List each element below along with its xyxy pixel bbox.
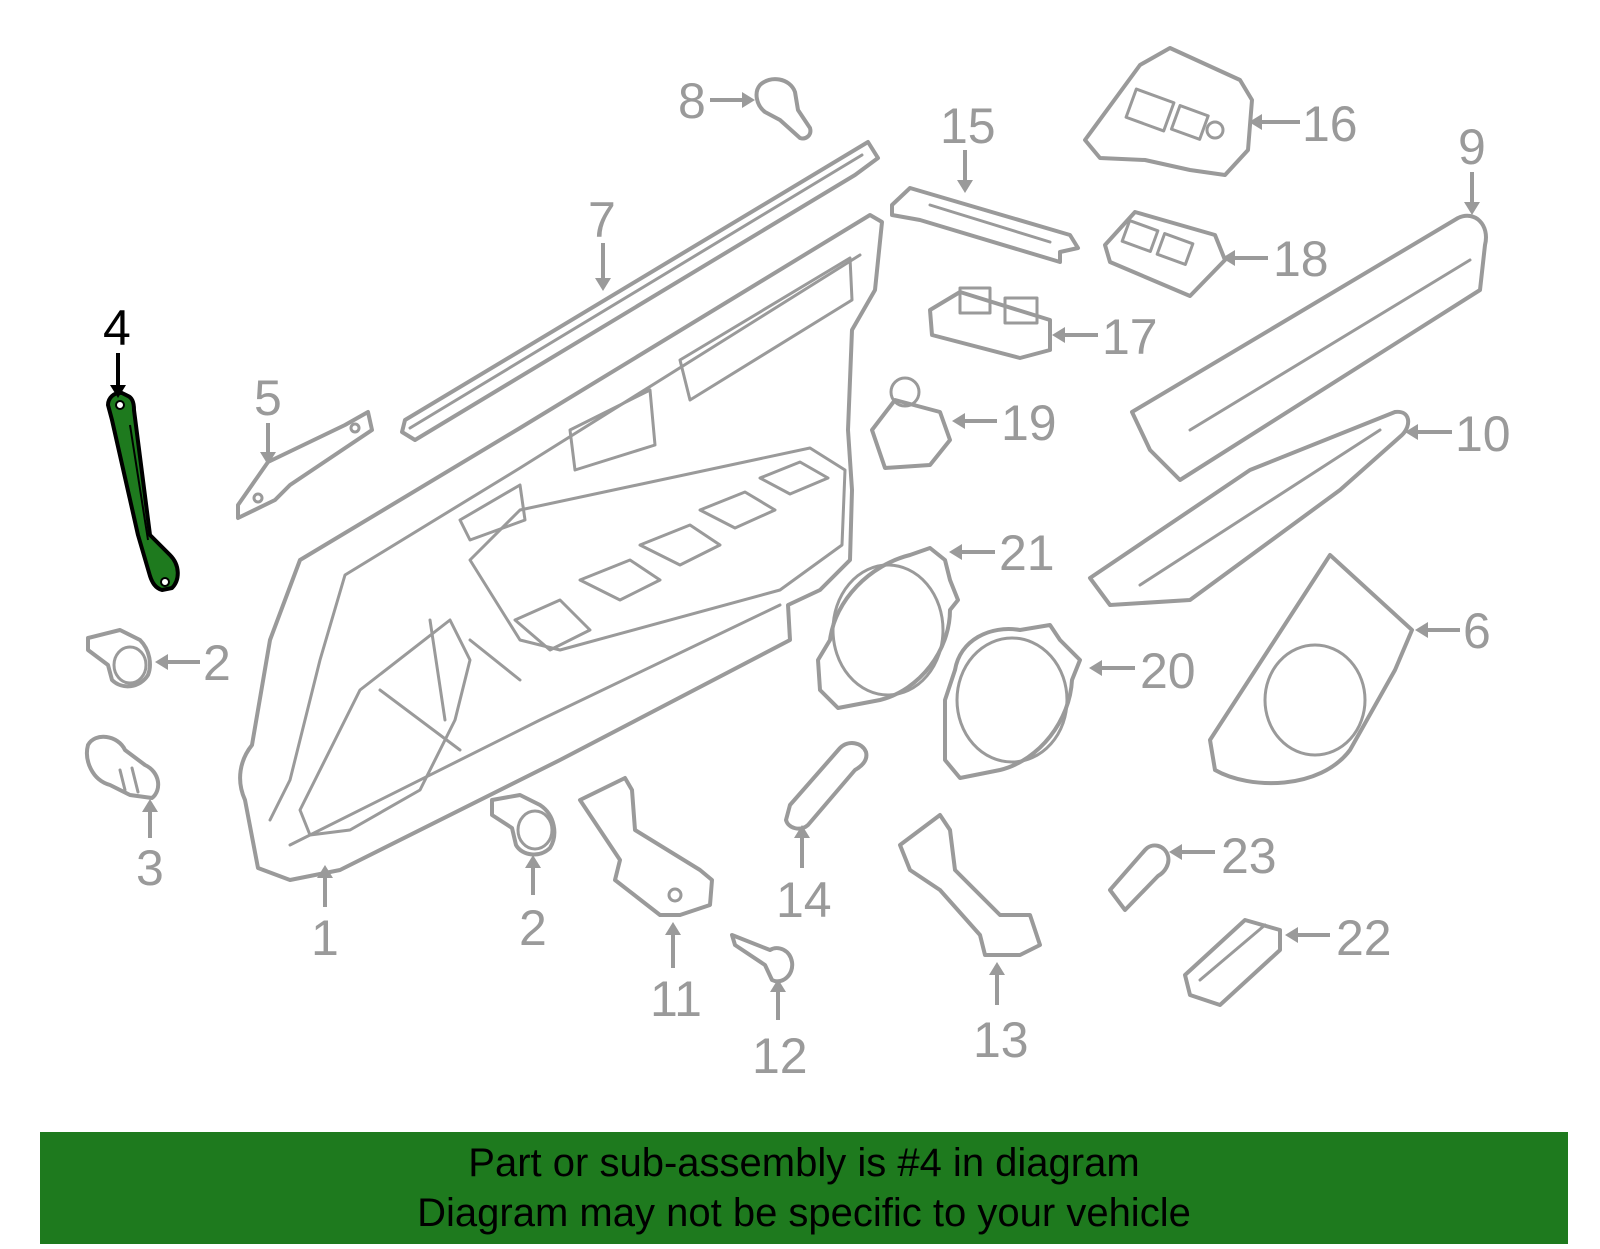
part-14-rod [784,741,869,831]
part-9-armrest-cover [1130,214,1488,482]
part-19-mirror-switch [870,376,952,470]
callout-14: 14 [776,872,832,928]
part-4-pull-handle [106,390,180,592]
part-16-switch-housing [1083,46,1254,177]
callout-21: 21 [999,525,1055,581]
callout-9: 9 [1458,119,1486,175]
part-6-speaker-grille [1208,553,1414,786]
callout-15: 15 [940,98,996,154]
callout-2-center: 2 [519,900,547,956]
part-2-clip-left [86,628,152,689]
callout-12: 12 [752,1028,808,1084]
callout-arrows [110,92,1480,1020]
callout-18: 18 [1273,231,1329,287]
part-17-switch [928,286,1052,360]
callout-10: 10 [1455,406,1511,462]
part-11-bracket [578,776,714,917]
banner-line-1: Part or sub-assembly is #4 in diagram [468,1141,1140,1185]
part-7-belt-molding [400,140,880,442]
callout-1: 1 [311,910,339,966]
part-21-speaker-ring [816,546,960,710]
part-8-clip [754,77,813,141]
callout-7: 7 [588,192,616,248]
part-10-armrest [1088,409,1411,607]
callout-22: 22 [1336,910,1392,966]
callout-13: 13 [973,1012,1029,1068]
part-13-duct [898,813,1042,957]
callout-16: 16 [1302,96,1358,152]
part-20-speaker-ring [943,623,1082,780]
part-22-lamp [1183,918,1282,1007]
callout-11: 11 [650,971,702,1027]
callout-4: 4 [103,300,131,356]
callout-6: 6 [1463,603,1491,659]
callout-3: 3 [136,840,164,896]
callout-20: 20 [1140,643,1196,699]
part-3-screw-clip [85,734,161,800]
part-12-screw [730,933,795,984]
part-18-switch [1103,210,1227,298]
info-banner: Part or sub-assembly is #4 in diagram Di… [40,1132,1568,1244]
callout-19: 19 [1001,395,1057,451]
part-2-clip-center [490,793,557,857]
callout-23: 23 [1221,828,1277,884]
part-15-switch-bezel [890,186,1080,264]
callout-2-left: 2 [203,635,231,691]
banner-line-2: Diagram may not be specific to your vehi… [417,1191,1191,1235]
part-23-bulb [1108,843,1171,912]
callout-8: 8 [678,73,706,129]
callout-labels: 4 5 7 8 15 16 9 18 17 19 10 21 6 20 2 3 … [103,73,1511,1084]
part-5-bracket [236,410,374,520]
part-1-door-trim-panel [238,213,884,882]
callout-17: 17 [1102,309,1158,365]
callout-5: 5 [254,370,282,426]
